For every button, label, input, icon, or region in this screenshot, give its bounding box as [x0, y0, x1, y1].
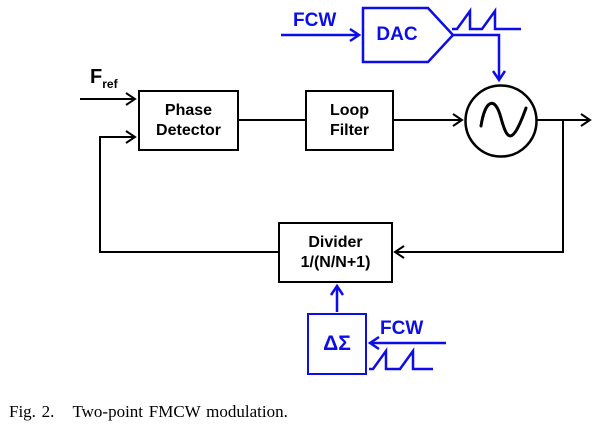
sine-oscillator-icon: [479, 102, 528, 138]
phase-detector-label-line1: Phase: [164, 101, 213, 119]
delta-sigma-to-divider-arrow: [329, 283, 345, 312]
sawtooth-waveform-icon: [452, 7, 521, 31]
divider-block: Divider 1/(N/N+1): [278, 222, 393, 283]
loop-filter-to-oscillator-arrow: [394, 113, 464, 127]
phase-detector-label-line2: Detector: [156, 121, 221, 139]
divider-label-line1: Divider: [308, 233, 363, 251]
dac-label: DAC: [376, 24, 418, 45]
fcw-top-input-arrow: [281, 27, 362, 43]
oscillator-symbol: [464, 84, 538, 158]
fref-subscript: ref: [102, 77, 118, 91]
fcw-top-label: FCW: [293, 10, 337, 31]
output-to-divider-feedback-arrow: [393, 120, 564, 259]
sawtooth-waveform-icon: [369, 347, 433, 371]
loop-filter-label-line1: Loop: [329, 101, 370, 119]
fref-input-arrow: [80, 92, 137, 106]
phase-detector-block: Phase Detector: [138, 90, 239, 151]
figure-caption-text: Two-point FMCW modulation.: [72, 402, 288, 421]
feedback-loop-wire: [99, 130, 278, 253]
loop-filter-block: Loop Filter: [305, 90, 394, 151]
fref-base: F: [90, 66, 103, 88]
figure-caption-number: Fig. 2.: [9, 402, 55, 421]
divider-label-line2: 1/(N/N+1): [300, 253, 371, 271]
loop-filter-label-line2: Filter: [329, 121, 370, 139]
fcw-bottom-label: FCW: [380, 318, 424, 339]
delta-sigma-block: ΔΣ: [307, 313, 367, 375]
delta-sigma-label: ΔΣ: [323, 332, 351, 356]
dac-to-oscillator-arrow: [453, 33, 507, 83]
fcw-bottom-input-arrow: [367, 335, 446, 351]
dac-block-shape: [361, 6, 455, 64]
figure-caption: Fig. 2. Two-point FMCW modulation.: [9, 402, 288, 422]
fref-label: Fref: [90, 66, 118, 91]
